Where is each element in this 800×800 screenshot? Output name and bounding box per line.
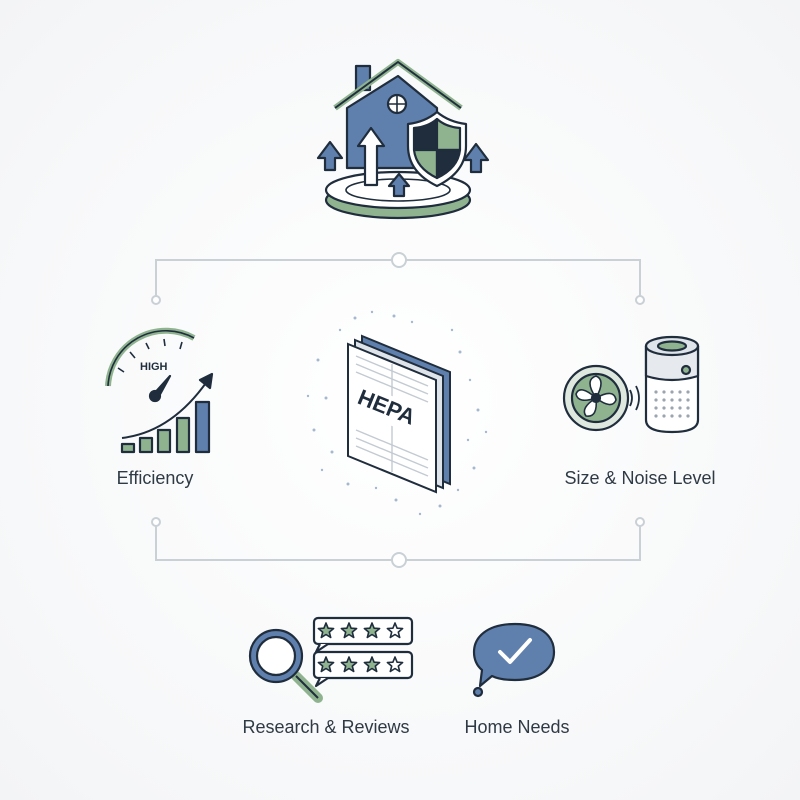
purifier-fan-icon: [562, 335, 700, 434]
reviews-magnifier-icon: [248, 616, 414, 703]
star-filled-icon: [317, 622, 335, 639]
gauge-high-label: HIGH: [140, 361, 168, 373]
rating-stars: [317, 622, 404, 673]
star-empty-icon: [386, 656, 404, 673]
star-empty-icon: [386, 622, 404, 639]
connector-nodes: [151, 252, 645, 568]
star-filled-icon: [363, 656, 381, 673]
star-filled-icon: [317, 656, 335, 673]
home-needs-label: Home Needs: [464, 717, 570, 737]
star-filled-icon: [363, 622, 381, 639]
check-speech-bubble-icon: [472, 622, 556, 698]
star-filled-icon: [340, 622, 358, 639]
research-reviews-label: Research & Reviews: [242, 717, 410, 737]
star-filled-icon: [340, 656, 358, 673]
efficiency-gauge-icon: HIGH: [105, 327, 214, 454]
hepa-filter-icon: HEPA: [306, 310, 488, 516]
size-noise-label: Size & Noise Level: [564, 468, 716, 488]
particle-dots: [306, 310, 488, 516]
efficiency-label: Efficiency: [116, 468, 194, 488]
home-protection-icon: [316, 59, 490, 220]
